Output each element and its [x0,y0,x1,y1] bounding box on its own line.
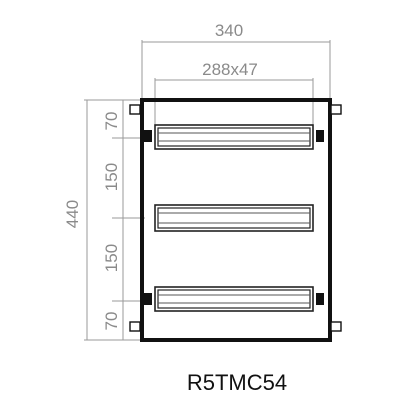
dimension-overall-height: 440 [63,99,142,341]
bracket-3-right [316,293,324,305]
dimension-overall-width: 340 [141,21,331,98]
segment-label-upper: 150 [102,163,121,191]
model-label: R5TMC54 [187,370,287,395]
overall-width-label: 340 [215,21,243,40]
mounting-ears [129,104,342,332]
segment-label-top: 70 [102,112,121,131]
mounting-ear-top-left [129,104,141,115]
rail-brackets [144,130,324,305]
enclosure-frame [140,98,332,342]
overall-height-label: 440 [63,200,82,228]
segment-label-bottom: 70 [102,312,121,331]
opening-width-label: 288x47 [202,60,258,79]
mounting-ear-bottom-right [330,321,342,332]
bracket-3-left [144,293,152,305]
mounting-ear-bottom-left [129,321,141,332]
din-rail-1 [154,124,314,150]
din-rail-3 [154,286,314,312]
segment-label-lower: 150 [102,244,121,272]
dimension-opening-width: 288x47 [154,60,314,126]
bracket-1-right [316,130,324,142]
dimension-segments: 70 150 150 70 [102,100,145,340]
din-rail-2 [154,204,314,232]
mounting-ear-top-right [330,104,342,115]
bracket-1-left [144,130,152,142]
